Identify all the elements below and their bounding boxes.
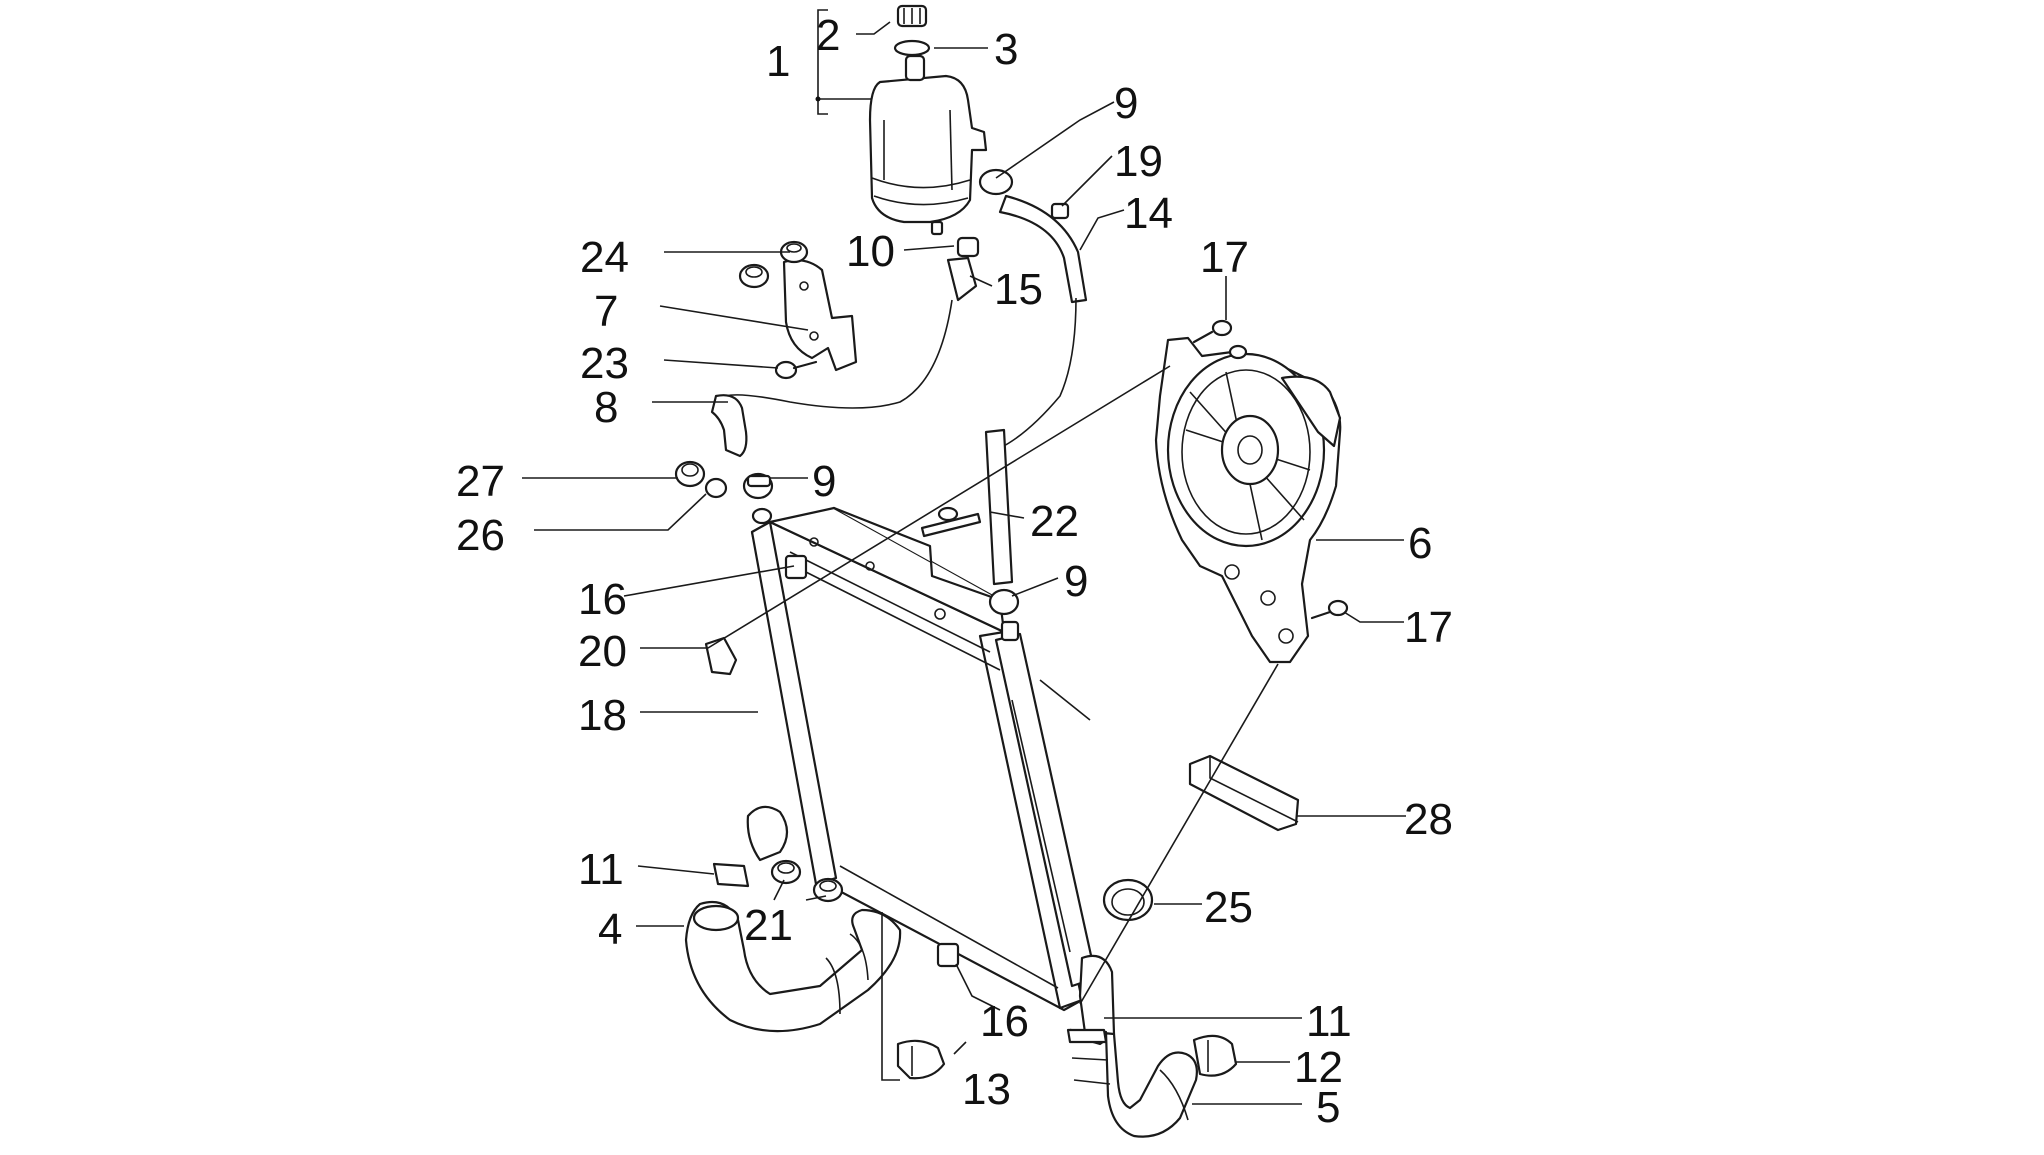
callout-4: 4 [598,905,622,954]
callout-2: 2 [816,11,840,60]
callout-28: 28 [1404,795,1453,844]
callout-21: 21 [744,901,793,950]
lower-hose-left [684,805,902,1033]
expansion-tank [868,54,988,236]
hose-clamps [712,862,1238,1080]
callout-19: 19 [1114,137,1163,186]
callout-16: 16 [980,997,1029,1046]
callout-3: 3 [994,25,1018,74]
cooling-fan [1154,336,1342,664]
callout-16: 16 [578,575,627,624]
callout-25: 25 [1204,883,1253,932]
callout-17: 17 [1200,233,1249,282]
callout-numbers: 1 2 3 9 19 14 10 15 24 7 23 8 17 27 9 26… [456,11,1453,1132]
callout-20: 20 [578,627,627,676]
callout-13: 13 [962,1065,1011,1114]
leader-lines [522,21,1406,1105]
foam-strip [1188,754,1300,832]
callout-12: 12 [1294,1043,1343,1092]
rubber-mounts [738,240,809,289]
bracket-screw [774,360,818,380]
radiator-cap-parts [674,460,774,500]
mounting-pin [920,506,982,538]
upper-radiator-hose [984,428,1020,616]
tank-hose [710,236,980,458]
callout-14: 14 [1124,189,1173,238]
rubber-grommets [770,859,844,903]
callout-9: 9 [812,457,836,506]
radiator-clip [704,636,738,676]
callout-6: 6 [1408,519,1432,568]
callout-10: 10 [846,227,895,276]
callout-18: 18 [578,691,627,740]
callout-1: 1 [766,37,790,86]
callout-15: 15 [994,265,1043,314]
overflow-hose [978,168,1088,449]
callout-11: 11 [578,845,624,894]
cap-seal [893,39,931,57]
hose-ring [1102,878,1154,922]
callout-11: 11 [1306,997,1352,1046]
callout-27: 27 [456,457,505,506]
callout-9: 9 [1064,557,1088,606]
callout-7: 7 [594,287,618,336]
callout-24: 24 [580,233,629,282]
callout-8: 8 [594,383,618,432]
fan-screws [1192,319,1349,620]
tank-cap [896,4,928,28]
callout-17: 17 [1404,603,1453,652]
expansion-tank-assembly [815,4,988,236]
callout-26: 26 [456,511,505,560]
callout-22: 22 [1030,497,1079,546]
callout-23: 23 [580,339,629,388]
callout-5: 5 [1316,1083,1340,1132]
callout-9: 9 [1114,79,1138,128]
lower-hose-right [1068,954,1198,1138]
tank-bracket [782,259,858,372]
